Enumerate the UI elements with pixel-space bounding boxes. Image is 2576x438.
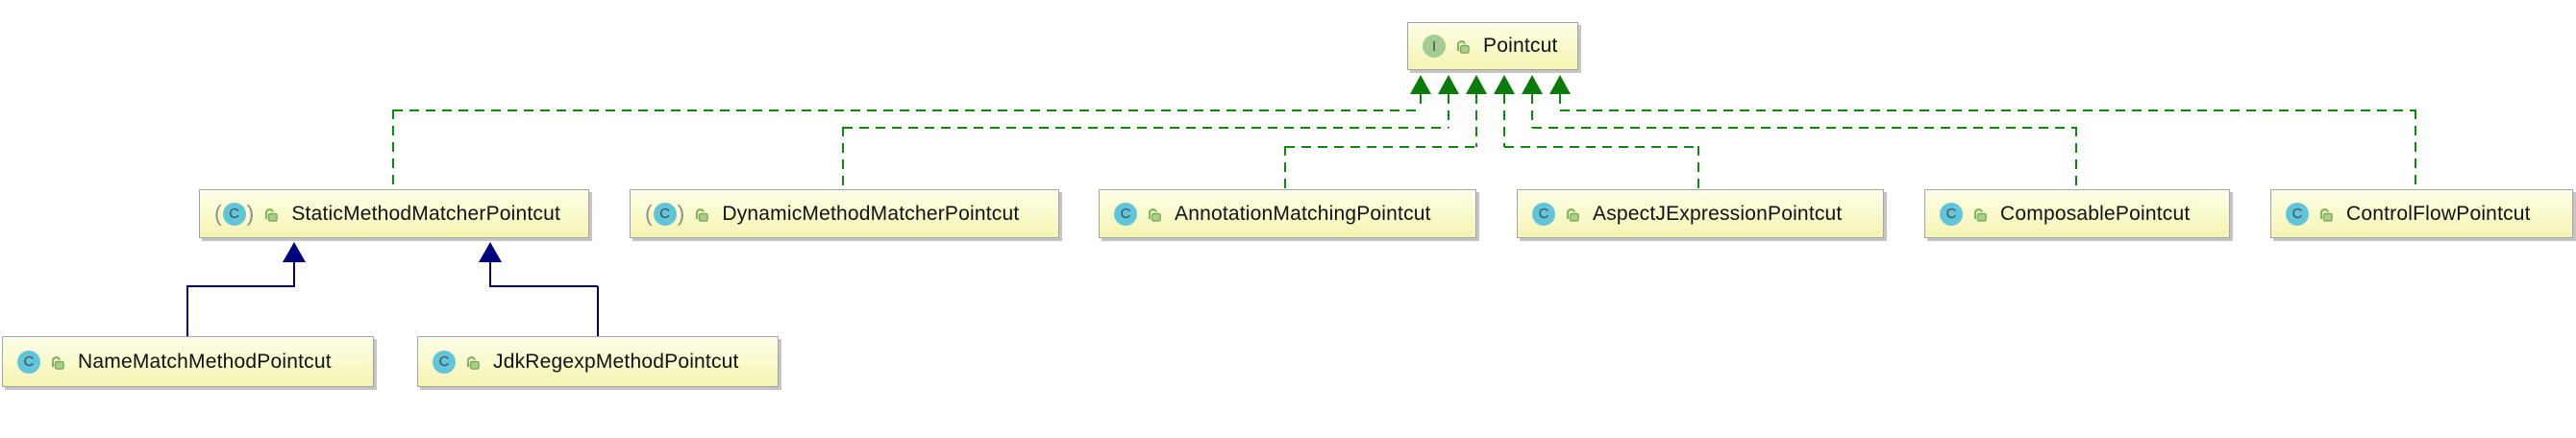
edge-static-to-pointcut-line[interactable]	[393, 110, 1421, 111]
edge-dynamic-to-pointcut-stem[interactable]	[1448, 94, 1449, 128]
edge-jdkregexp-to-static-line[interactable]	[490, 285, 598, 287]
node-control-flow-pointcut[interactable]: C ControlFlowPointcut	[2270, 189, 2573, 238]
node-label: ControlFlowPointcut	[2346, 202, 2531, 225]
realization-arrowhead-icon[interactable]	[1466, 75, 1487, 94]
abstract-class-icon: C	[214, 202, 254, 226]
edge-controlflow-to-pointcut-drop[interactable]	[2415, 110, 2416, 189]
class-icon: C	[2286, 202, 2309, 226]
edge-dynamic-to-pointcut-line[interactable]	[843, 127, 1449, 129]
edge-static-to-pointcut-drop[interactable]	[392, 110, 394, 189]
class-icon-letter: C	[1532, 202, 1555, 226]
public-lock-icon	[1566, 207, 1579, 222]
class-icon: C	[1114, 202, 1137, 226]
node-label: Pointcut	[1483, 35, 1558, 57]
class-icon: C	[433, 350, 456, 374]
abstract-class-icon: C	[645, 202, 684, 226]
generalization-arrowhead-icon[interactable]	[479, 242, 502, 262]
class-icon-letter: C	[1940, 202, 1963, 226]
edge-annotation-to-pointcut-drop[interactable]	[1284, 146, 1286, 189]
class-icon-letter: C	[1114, 202, 1137, 226]
public-lock-icon	[466, 355, 480, 370]
public-lock-icon	[265, 207, 279, 222]
edge-namematch-to-static-stem[interactable]	[293, 262, 295, 287]
interface-icon: I	[1423, 35, 1446, 58]
realization-arrowhead-icon[interactable]	[1494, 75, 1515, 94]
node-label: NameMatchMethodPointcut	[78, 350, 332, 373]
node-name-match-method-pointcut[interactable]: C NameMatchMethodPointcut	[2, 336, 374, 387]
node-label: AnnotationMatchingPointcut	[1175, 202, 1431, 225]
edge-composable-to-pointcut-drop[interactable]	[2075, 127, 2077, 189]
edge-annotation-to-pointcut-line[interactable]	[1285, 146, 1476, 148]
generalization-arrowhead-icon[interactable]	[283, 242, 306, 262]
node-label: DynamicMethodMatcherPointcut	[722, 202, 1020, 225]
edge-composable-to-pointcut-line[interactable]	[1532, 127, 2076, 129]
public-lock-icon	[2319, 207, 2333, 222]
node-annotation-matching-pointcut[interactable]: C AnnotationMatchingPointcut	[1099, 189, 1476, 238]
edge-aspectj-to-pointcut-line[interactable]	[1504, 146, 1698, 148]
class-icon-letter: C	[433, 350, 456, 374]
node-label: StaticMethodMatcherPointcut	[291, 202, 561, 225]
class-icon: C	[1940, 202, 1963, 226]
interface-icon-letter: I	[1423, 35, 1446, 58]
edge-annotation-to-pointcut-stem[interactable]	[1475, 94, 1477, 147]
class-icon-letter: C	[17, 350, 40, 374]
edge-namematch-to-static-line[interactable]	[186, 285, 294, 287]
node-pointcut[interactable]: I Pointcut	[1407, 22, 1578, 70]
public-lock-icon	[1456, 40, 1470, 54]
realization-arrowhead-icon[interactable]	[1522, 75, 1543, 94]
node-label: JdkRegexpMethodPointcut	[493, 350, 739, 373]
edge-jdkregexp-to-static-stem[interactable]	[489, 262, 491, 287]
node-static-method-matcher-pointcut[interactable]: C StaticMethodMatcherPointcut	[199, 189, 589, 238]
node-composable-pointcut[interactable]: C ComposablePointcut	[1924, 189, 2230, 238]
edge-controlflow-to-pointcut-stem[interactable]	[1559, 94, 1561, 110]
edge-aspectj-to-pointcut-drop[interactable]	[1697, 146, 1699, 189]
node-label: ComposablePointcut	[2000, 202, 2191, 225]
class-icon-letter: C	[2286, 202, 2309, 226]
class-icon-letter: C	[653, 202, 677, 226]
edge-jdkregexp-to-static-drop[interactable]	[597, 286, 599, 336]
node-label: AspectJExpressionPointcut	[1593, 202, 1843, 225]
node-jdk-regexp-method-pointcut[interactable]: C JdkRegexpMethodPointcut	[417, 336, 779, 387]
public-lock-icon	[1973, 207, 1987, 222]
class-icon: C	[17, 350, 40, 374]
public-lock-icon	[1148, 207, 1161, 222]
class-icon: C	[1532, 202, 1555, 226]
realization-arrowhead-icon[interactable]	[1410, 75, 1431, 94]
class-icon-letter: C	[222, 202, 246, 226]
public-lock-icon	[51, 355, 64, 370]
edge-static-to-pointcut-stem[interactable]	[1420, 94, 1422, 110]
public-lock-icon	[696, 207, 709, 222]
realization-arrowhead-icon[interactable]	[1549, 75, 1571, 94]
edge-namematch-to-static-drop[interactable]	[186, 286, 188, 336]
node-dynamic-method-matcher-pointcut[interactable]: C DynamicMethodMatcherPointcut	[630, 189, 1059, 238]
realization-arrowhead-icon[interactable]	[1438, 75, 1459, 94]
edge-dynamic-to-pointcut-drop[interactable]	[842, 127, 844, 189]
edge-aspectj-to-pointcut-stem[interactable]	[1503, 94, 1505, 147]
node-aspectj-expression-pointcut[interactable]: C AspectJExpressionPointcut	[1517, 189, 1884, 238]
edge-composable-to-pointcut-stem[interactable]	[1531, 94, 1533, 128]
edge-controlflow-to-pointcut-line[interactable]	[1560, 110, 2415, 111]
